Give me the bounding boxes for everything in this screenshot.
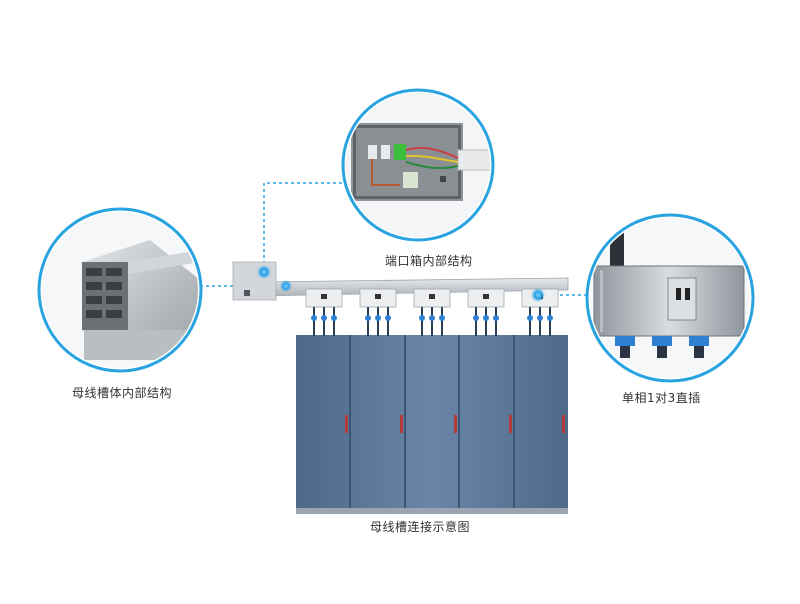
cabinet-row [296,335,568,510]
label-busway-interior: 母线槽体内部结构 [72,386,173,400]
plug-icon [419,307,445,336]
port-box [232,261,277,301]
label-single-phase-plug: 单相1对3直插 [622,391,701,405]
label-connection-diagram: 母线槽连接示意图 [370,520,471,534]
plug-connectors [311,307,553,336]
callout-busway-interior [37,207,203,373]
plug-icon [365,307,391,336]
handle-icon [454,415,457,433]
plug-icon [615,336,635,358]
callout-port-box-interior [341,88,495,242]
highlight-markers [257,265,545,302]
marker-busway [280,280,292,292]
handle-icon [562,415,565,433]
marker-port-box [257,265,271,279]
breaker-icon [667,277,697,321]
breaker-icon [394,144,406,160]
plug-icon [652,336,672,358]
cabinet-base [296,508,568,514]
leader-line-port-box [263,182,346,270]
server-cabinets [296,335,568,514]
tap-box-icon [413,288,451,308]
label-port-box-interior: 端口箱内部结构 [385,254,473,268]
handle-icon [345,415,348,433]
handle-icon [400,415,403,433]
port-box-indicator [244,290,250,296]
handle-icon [509,415,512,433]
callout-single-phase-plug [585,213,755,383]
plug-icon [527,307,553,336]
tap-box-icon [467,288,505,308]
terminal-block [403,172,418,188]
marker-plug [531,288,545,302]
tap-box-icon [305,288,343,308]
cable-inlet [457,149,490,171]
tap-box-icon [359,288,397,308]
plug-icon [473,307,499,336]
plug-icon [311,307,337,336]
plug-icon [689,336,709,358]
